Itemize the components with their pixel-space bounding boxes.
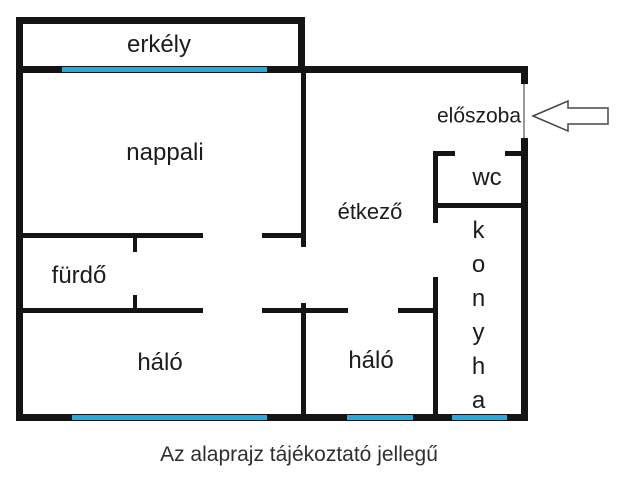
outer-left-wall: [16, 17, 23, 421]
outer-bottom-wall: [16, 414, 528, 421]
bottom-window-left: [72, 415, 267, 420]
wall-furdo-top: [21, 233, 203, 238]
outer-top-wall: [16, 66, 528, 73]
entrance-arrow-icon: [531, 99, 609, 133]
room-label-nappali: nappali: [126, 139, 204, 166]
wall-halo2-top-right: [398, 308, 435, 313]
room-label-konyha: konyha: [465, 217, 492, 421]
entrance-door-line: [523, 84, 525, 138]
room-label-erkely: erkély: [126, 31, 192, 58]
wall-konyha-left: [433, 277, 438, 414]
wall-corridor-top: [262, 233, 306, 238]
outer-right-wall-lower: [521, 138, 528, 421]
door-jamb-furdo-top: [133, 238, 137, 252]
outer-right-wall-upper: [521, 66, 528, 84]
door-jamb-furdo-bottom: [133, 295, 137, 308]
bottom-window-middle: [347, 415, 413, 420]
wall-wc-bottom: [433, 203, 523, 208]
room-label-eloszoba: előszoba: [436, 104, 522, 128]
balcony-right-wall: [298, 17, 305, 73]
wall-halo1-halo2: [301, 303, 306, 414]
room-label-halo-left: háló: [137, 349, 183, 376]
wall-wc-left: [433, 151, 438, 223]
wall-wc-top-left: [433, 151, 455, 156]
balcony-window: [62, 67, 267, 72]
room-label-wc: wc: [472, 164, 502, 191]
wall-wc-top-right: [505, 151, 523, 156]
wall-furdo-bottom: [21, 308, 203, 313]
floorplan-caption: Az alaprajz tájékoztató jellegű: [160, 443, 438, 466]
room-label-halo-right: háló: [348, 347, 394, 374]
wall-nappali-etkezo: [301, 73, 306, 247]
room-label-etkezo: étkező: [337, 199, 403, 224]
bottom-window-right: [452, 415, 507, 420]
balcony-top-wall: [16, 17, 305, 24]
room-label-furdo: fürdő: [51, 262, 107, 289]
